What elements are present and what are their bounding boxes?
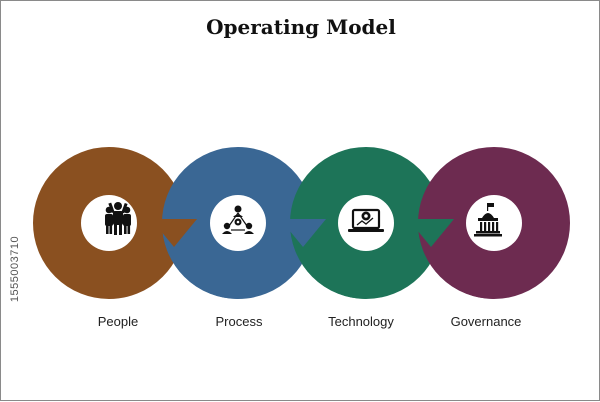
arrow-head-3 (408, 219, 454, 247)
ring-process-lower-overlap (162, 221, 240, 299)
people-group-icon (105, 202, 131, 235)
label-technology: Technology (328, 314, 394, 329)
laptop-gear-icon (348, 208, 384, 232)
side-id-text: 1555003710 (9, 235, 21, 303)
ring-technology-lower-overlap (290, 221, 368, 299)
label-people: People (97, 314, 139, 329)
process-network-icon (222, 205, 254, 234)
label-governance: Governance (450, 314, 522, 329)
diagram-title: Operating Model (206, 15, 396, 39)
label-process: Process (215, 314, 263, 329)
government-building-icon (474, 203, 502, 237)
arrow-head-2 (280, 219, 326, 247)
ring-technology-center (338, 195, 394, 251)
arrow-head-1 (151, 219, 197, 247)
ring-governance-lower-overlap (418, 221, 496, 299)
